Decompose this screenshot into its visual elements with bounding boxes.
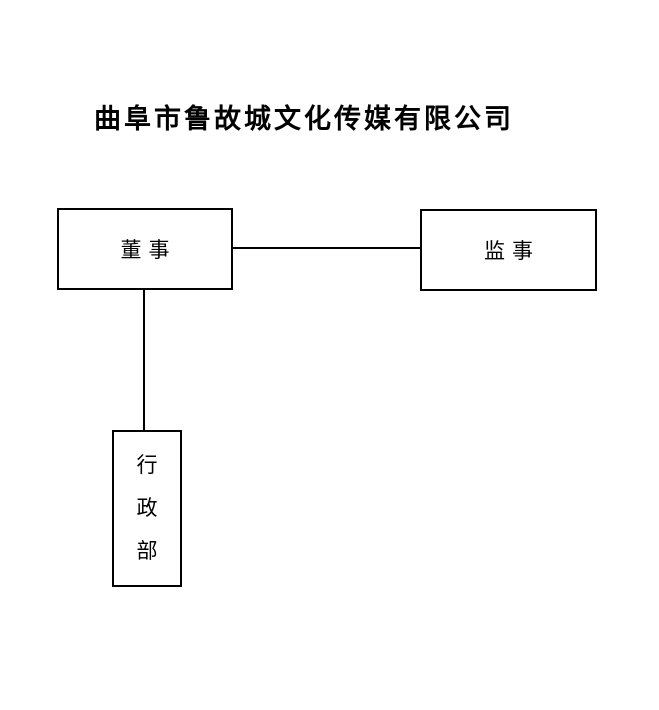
- org-node-supervisor-label: 监事: [484, 239, 540, 263]
- org-node-admin-department: 行 政 部: [112, 430, 182, 587]
- connector-director-supervisor: [233, 247, 420, 249]
- connector-director-admin: [143, 290, 145, 430]
- org-node-admin-char-3: 部: [136, 539, 158, 563]
- org-node-admin-char-2: 政: [136, 496, 158, 520]
- company-title: 曲阜市鲁故城文化传媒有限公司: [94, 104, 514, 134]
- org-node-supervisor: 监事: [420, 209, 597, 291]
- org-node-admin-char-1: 行: [136, 453, 158, 477]
- org-node-director-label: 董事: [120, 238, 177, 262]
- org-node-director: 董事: [57, 208, 233, 290]
